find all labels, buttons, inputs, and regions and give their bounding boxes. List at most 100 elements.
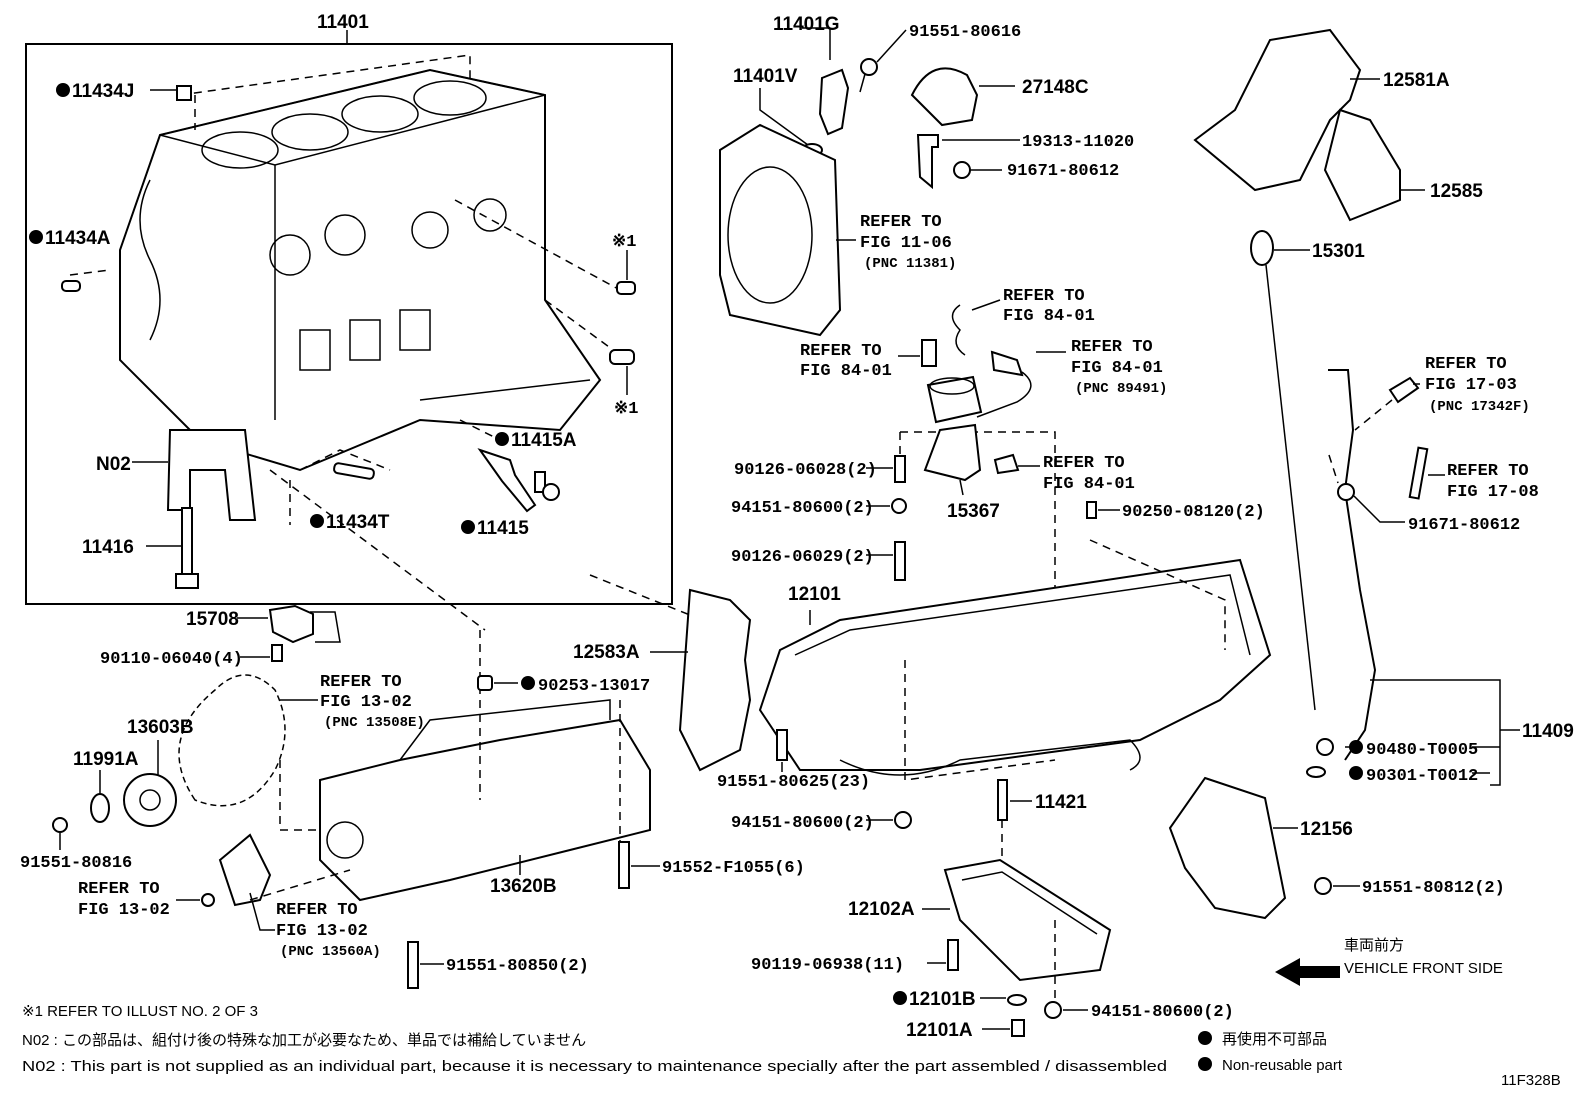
ref-fig-11-06-pnc: (PNC 11381) xyxy=(864,256,956,272)
ref-fig-13-02-b-line1: REFER TO xyxy=(78,880,160,899)
callout-90250-08120: 90250-08120(2) xyxy=(1122,503,1265,522)
callout-12585: 12585 xyxy=(1430,181,1483,202)
part-19313-bracket xyxy=(916,134,939,190)
part-12102a-lower-oil-pan xyxy=(943,858,1112,982)
nonreusable-dot xyxy=(1349,740,1363,754)
part-13620b-oil-pump-assembly xyxy=(319,718,651,902)
ref-fig-11-06-line2: FIG 11-06 xyxy=(860,234,952,253)
part-15367-bracket xyxy=(923,423,982,482)
callout-11421: 11421 xyxy=(1035,792,1087,813)
cylinder-block-drawing xyxy=(119,68,602,472)
part-11434t-pin xyxy=(333,462,375,480)
callout-11401g: 11401G xyxy=(773,14,840,35)
callout-90126-06029: 90126-06029(2) xyxy=(731,548,874,567)
part-11434j-pin xyxy=(176,85,192,101)
callout-90253-13017: 90253-13017 xyxy=(538,677,650,696)
cylinder-block-group-frame xyxy=(25,43,673,605)
part-bolt-ref-84-01 xyxy=(993,453,1020,475)
direction-en: VEHICLE FRONT SIDE xyxy=(1344,960,1503,977)
part-11991a-plate xyxy=(90,793,110,823)
callout-15301: 15301 xyxy=(1312,241,1365,262)
part-pin-mark1-lower xyxy=(609,349,635,365)
callout-91551-80625: 91551-80625(23) xyxy=(717,773,870,792)
ref-fig-13-02-b-line2: FIG 13-02 xyxy=(78,901,170,920)
part-15301-dipstick xyxy=(1250,230,1274,266)
part-11401g-sensor xyxy=(818,68,850,136)
ref-fig-17-03-pnc: (PNC 17342F) xyxy=(1429,399,1530,415)
ref-fig-13-02-a-line2: FIG 13-02 xyxy=(320,693,412,712)
nonreusable-dot xyxy=(461,520,475,534)
note-n02-en: N02 : This part is not supplied as an in… xyxy=(22,1058,1167,1075)
part-n02-bearing-cap xyxy=(166,429,257,521)
part-90250-pin xyxy=(1086,501,1097,519)
part-94151-nut-a xyxy=(891,498,907,514)
ref-fig-84-01-a-line1: REFER TO xyxy=(1003,287,1085,306)
callout-11434a: 11434A xyxy=(45,228,111,249)
callout-91551-80816: 91551-80816 xyxy=(20,854,132,873)
callout-91552-f1055: 91552-F1055(6) xyxy=(662,859,805,878)
part-12101b-gasket xyxy=(1007,994,1027,1006)
part-crank-sprocket xyxy=(123,773,177,827)
callout-90126-06028: 90126-06028(2) xyxy=(734,461,877,480)
callout-11415a: 11415A xyxy=(511,430,577,451)
ref-fig-11-06-line1: REFER TO xyxy=(860,213,942,232)
part-13603b-chain xyxy=(178,674,286,807)
note-n02-jp: N02 : この部品は、組付け後の特殊な加工が必要なため、単品では補給していませ… xyxy=(22,1032,586,1049)
callout-91551-80850: 91551-80850(2) xyxy=(446,957,589,976)
part-90480-plug xyxy=(1316,738,1334,756)
ref-fig-84-01-c-pnc: (PNC 89491) xyxy=(1075,381,1167,397)
ref-fig-13-02-c-line1: REFER TO xyxy=(276,901,358,920)
ref-fig-17-03-line2: FIG 17-03 xyxy=(1425,376,1517,395)
callout-90110-06040: 90110-06040(4) xyxy=(100,650,243,669)
callout-94151-80600-b: 94151-80600(2) xyxy=(731,814,874,833)
part-27148c-harness-clamp xyxy=(910,67,979,127)
callout-13620b: 13620B xyxy=(490,876,557,897)
ref-fig-13-02-a-pnc: (PNC 13508E) xyxy=(324,715,425,731)
callout-12156: 12156 xyxy=(1300,819,1353,840)
callout-12101b: 12101B xyxy=(909,989,976,1010)
callout-12101: 12101 xyxy=(788,584,841,605)
callout-27148c: 27148C xyxy=(1022,77,1089,98)
part-chain-tensioner xyxy=(218,833,272,907)
callout-90480-t0005: 90480-T0005 xyxy=(1366,741,1478,760)
part-94151-nut-b xyxy=(894,811,912,829)
figure-id: 11F328B xyxy=(1501,1072,1561,1089)
part-12101a-drain-plug xyxy=(1011,1019,1025,1037)
nonreusable-dot xyxy=(521,676,535,690)
part-91551-80850-bolt xyxy=(407,941,419,989)
part-91551-80816-bolt xyxy=(52,817,68,833)
nonreusable-dot xyxy=(29,230,43,244)
part-90301-oring xyxy=(1306,766,1326,778)
callout-91671-80612-b: 91671-80612 xyxy=(1408,516,1520,535)
part-91552-bolt xyxy=(618,841,630,889)
callout-91551-80812: 91551-80812(2) xyxy=(1362,879,1505,898)
part-clip-ref-84-01 xyxy=(951,304,966,356)
direction-jp: 車両前方 xyxy=(1344,937,1404,954)
callout-19313-11020: 19313-11020 xyxy=(1022,133,1134,152)
nonreusable-dot xyxy=(495,432,509,446)
callout-11415: 11415 xyxy=(477,518,529,539)
callout-13603b: 13603B xyxy=(127,717,194,738)
legend-dot-jp xyxy=(1198,1031,1212,1045)
part-90110-bolt xyxy=(271,644,283,662)
part-11421-stud xyxy=(997,779,1008,821)
part-12156-stiffener xyxy=(1168,776,1287,920)
callout-94151-80600-c: 94151-80600(2) xyxy=(1091,1003,1234,1022)
ref-fig-84-01-b-line1: REFER TO xyxy=(800,342,882,361)
ref-fig-84-01-d-line1: REFER TO xyxy=(1043,454,1125,473)
callout-11416: 11416 xyxy=(82,537,134,558)
callout-mark1-lower: ※1 xyxy=(614,400,638,419)
ref-fig-13-02-c-line2: FIG 13-02 xyxy=(276,922,368,941)
callout-11991a: 11991A xyxy=(73,749,139,770)
ref-fig-84-01-c-line1: REFER TO xyxy=(1071,338,1153,357)
ref-fig-84-01-b-line2: FIG 84-01 xyxy=(800,362,892,381)
part-12585-insulator xyxy=(1323,108,1401,222)
ref-fig-84-01-c-line2: FIG 84-01 xyxy=(1071,359,1163,378)
callout-12102a: 12102A xyxy=(848,899,915,920)
callout-94151-80600-a: 94151-80600(2) xyxy=(731,499,874,518)
nonreusable-dot xyxy=(310,514,324,528)
note-mark1: ※1 REFER TO ILLUST NO. 2 OF 3 xyxy=(22,1003,258,1020)
nonreusable-dot xyxy=(893,991,907,1005)
